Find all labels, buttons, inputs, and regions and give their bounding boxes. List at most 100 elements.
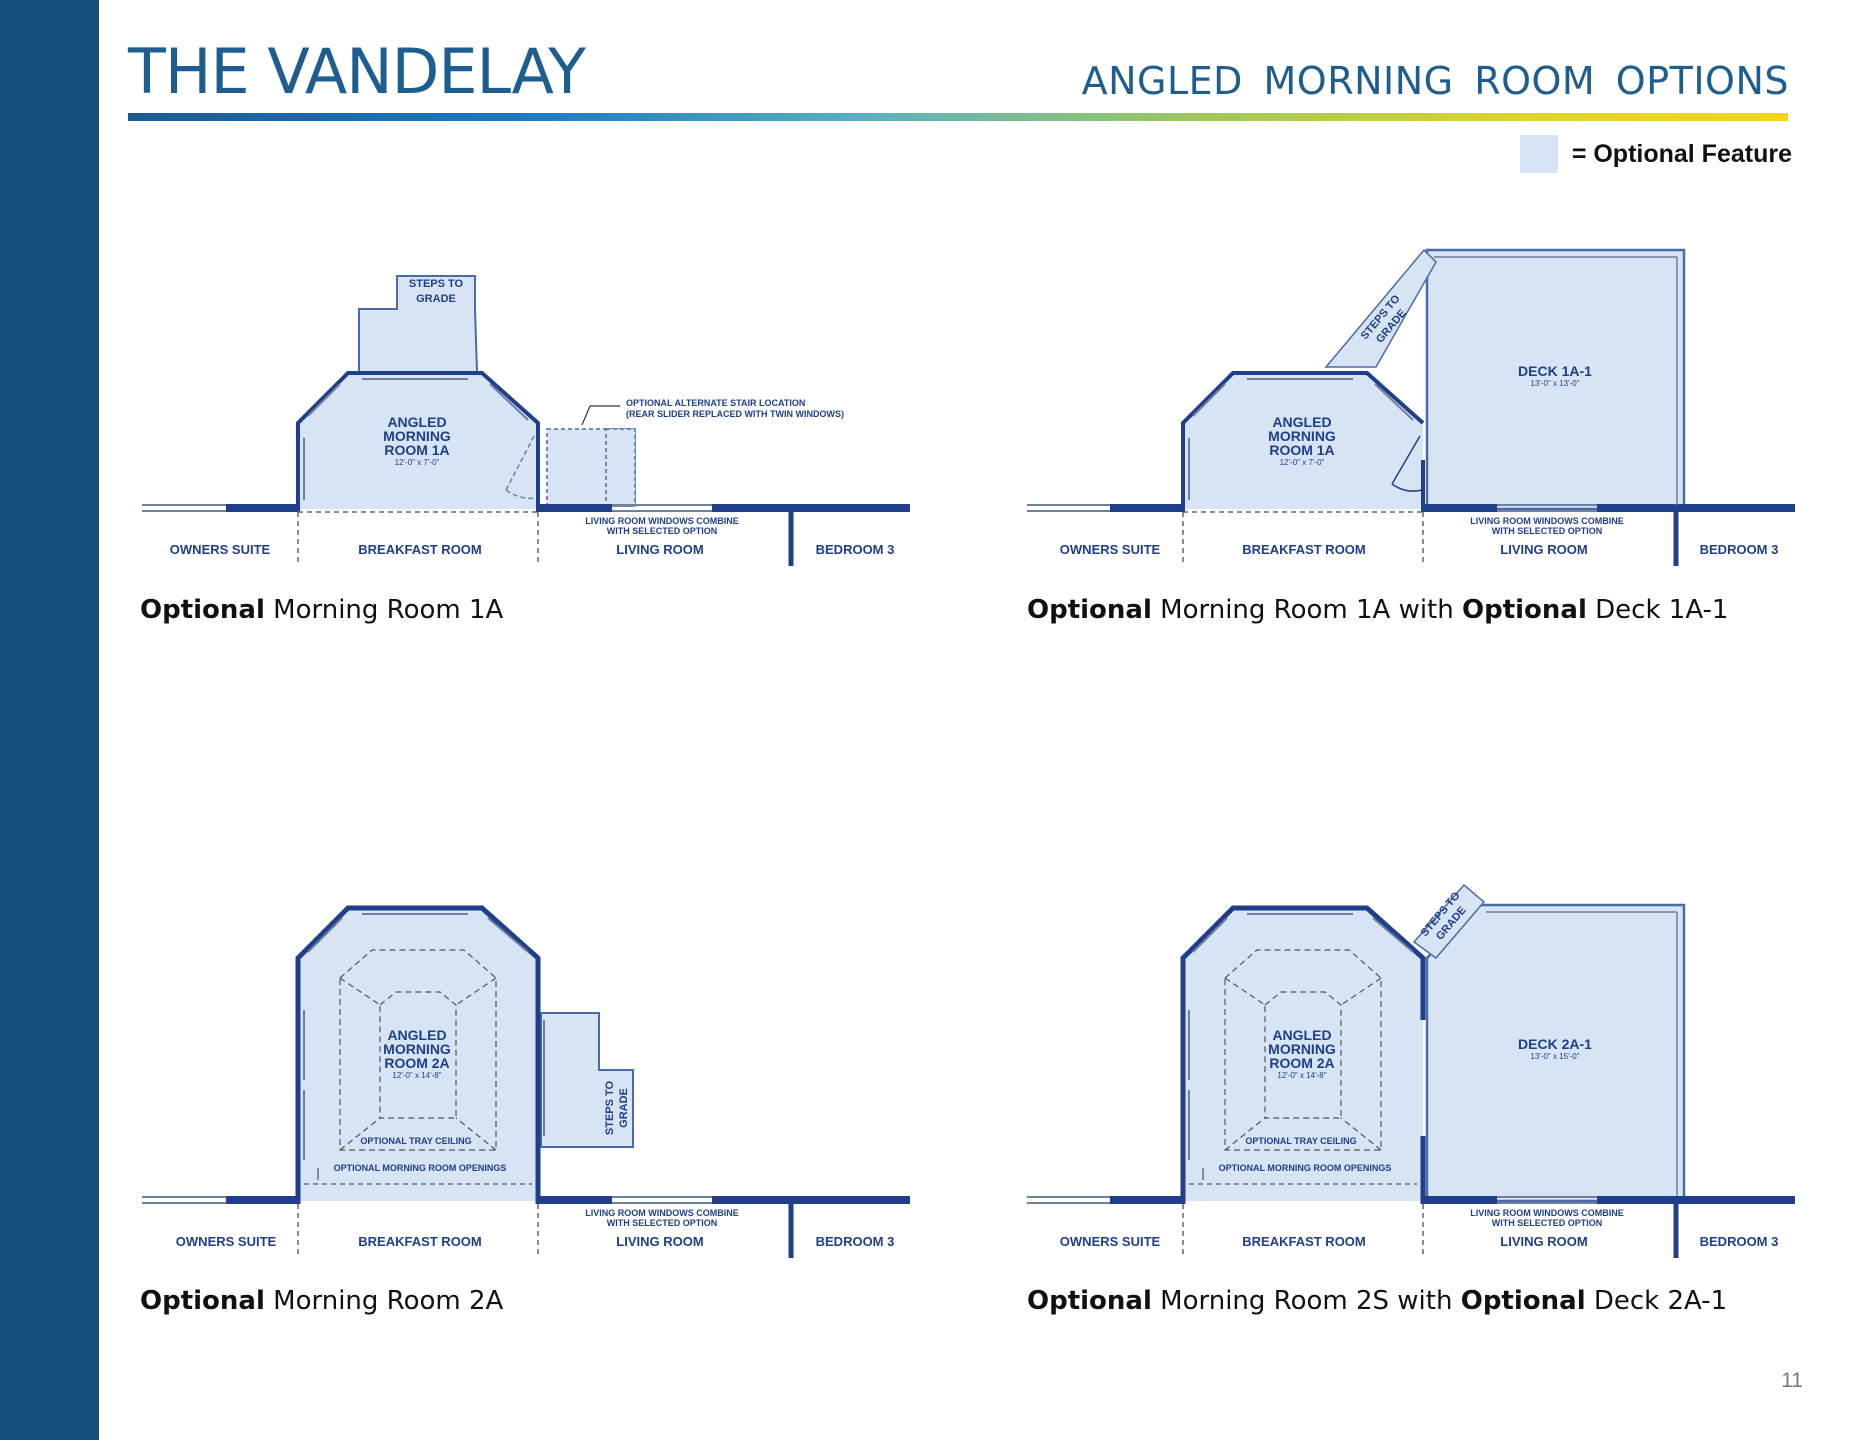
sidebar-band (0, 0, 99, 1440)
room-label: MORNING (1268, 1041, 1336, 1057)
room-label-living: LIVING ROOM (1500, 542, 1587, 557)
steps-label: GRADE (618, 1088, 630, 1128)
caption-bold: Optional (1462, 595, 1587, 625)
room-label-bedroom-3: BEDROOM 3 (1700, 1234, 1779, 1249)
tray-ceiling-line (1340, 977, 1382, 1006)
alt-stair-note: OPTIONAL ALTERNATE STAIR LOCATION (626, 398, 805, 408)
caption-bold: Optional (1027, 1286, 1152, 1316)
room-label-owners-suite: OWNERS SUITE (170, 542, 271, 557)
caption-plan-1: Optional Morning Room 1A (140, 592, 503, 628)
lr-windows-note: LIVING ROOM WINDOWS COMBINE (585, 1208, 739, 1218)
lr-windows-note: LIVING ROOM WINDOWS COMBINE (1470, 516, 1624, 526)
tray-ceiling-line (339, 1117, 381, 1151)
room-label-owners-suite: OWNERS SUITE (1060, 542, 1161, 557)
room-label: ANGLED (1272, 1027, 1331, 1043)
porch-fill (540, 1012, 634, 1148)
room-label-living: LIVING ROOM (1500, 1234, 1587, 1249)
tray-ceiling-label: OPTIONAL TRAY CEILING (1245, 1136, 1356, 1146)
room-label-living: LIVING ROOM (616, 542, 703, 557)
lr-windows-note: WITH SELECTED OPTION (607, 526, 718, 536)
page-title: THE VANDELAY (128, 35, 586, 108)
morning-room-fill (298, 373, 538, 509)
room-size: 12'-0" x 14'-8" (392, 1071, 441, 1080)
room-label: ROOM 2A (1269, 1055, 1334, 1071)
steps-fill (1412, 883, 1486, 960)
tray-ceiling-line (1224, 1117, 1266, 1151)
caption-text: Morning Room 1A (264, 595, 504, 625)
room-size: 12'-0" x 14'-8" (1277, 1071, 1326, 1080)
lr-windows-note: WITH SELECTED OPTION (607, 1218, 718, 1228)
window (1374, 383, 1414, 421)
steps-label: STEPS TO (409, 278, 464, 290)
plan-morning-room-1a: STEPS TO GRADE ANGLED MORNING ROOM 1A 12… (142, 275, 910, 566)
deck-label: DECK 2A-1 (1518, 1036, 1592, 1052)
caption-plan-3: Optional Morning Room 2A (140, 1283, 503, 1319)
room-label: ROOM 1A (1269, 442, 1334, 458)
morning-room-wall (1181, 371, 1425, 512)
door-swing (1391, 435, 1423, 492)
tray-ceiling-label: OPTIONAL TRAY CEILING (360, 1136, 471, 1146)
gradient-rule (128, 113, 1788, 121)
tray-ceiling-line (1340, 1117, 1382, 1151)
caption-text: Morning Room 2A (264, 1286, 504, 1316)
legend: = Optional Feature (1519, 134, 1792, 174)
caption-bold: Optional (1460, 1286, 1586, 1316)
room-size: 12'-0" x 7'-0" (1280, 458, 1325, 467)
morning-room-fill (1183, 908, 1423, 1201)
steps-label: GRADE (416, 293, 456, 305)
tray-ceiling-line (455, 977, 497, 1006)
caption-text: Deck 2A-1 (1585, 1286, 1728, 1316)
caption-text: Morning Room 1A with (1151, 595, 1462, 625)
caption-bold: Optional (140, 1286, 265, 1316)
morning-room-wall (296, 371, 540, 512)
morning-room-fill (1183, 373, 1423, 509)
room-label-breakfast: BREAKFAST ROOM (358, 1234, 482, 1249)
caption-bold: Optional (140, 595, 265, 625)
page-subtitle: ANGLED MORNING ROOM OPTIONS (1081, 59, 1789, 103)
steps-fill (1324, 248, 1437, 368)
steps-label: STEPS TO (604, 1080, 616, 1135)
page-number: 11 (1781, 1369, 1803, 1392)
legend-label: = Optional Feature (1571, 139, 1792, 168)
lr-windows-note: LIVING ROOM WINDOWS COMBINE (585, 516, 739, 526)
window (489, 383, 529, 421)
room-label: MORNING (383, 1041, 451, 1057)
morning-room-fill (298, 908, 538, 1201)
room-label: MORNING (383, 428, 451, 444)
caption-text: Deck 1A-1 (1586, 595, 1729, 625)
room-label-breakfast: BREAKFAST ROOM (358, 542, 482, 557)
caption-plan-2: Optional Morning Room 1A with Optional D… (1027, 592, 1728, 628)
room-label-living: LIVING ROOM (616, 1234, 703, 1249)
window (1372, 917, 1414, 953)
tray-ceiling-line (1224, 977, 1266, 1006)
room-size: 12'-0" x 7'-0" (395, 458, 440, 467)
lr-windows-note: LIVING ROOM WINDOWS COMBINE (1470, 1208, 1624, 1218)
deck-size: 13'-0" x 15'-0" (1530, 1052, 1579, 1061)
window (1192, 917, 1228, 953)
plan-morning-room-1a-deck: STEPS TO GRADE DECK 1A-1 13'-0" x 13'-0"… (1027, 248, 1795, 566)
caption-bold: Optional (1027, 595, 1152, 625)
door-swing (505, 435, 537, 500)
room-label-owners-suite: OWNERS SUITE (176, 1234, 277, 1249)
stair-leader (581, 405, 591, 426)
tray-ceiling-line (455, 1117, 497, 1151)
morning-room-wall (295, 905, 541, 1204)
room-label-bedroom-3: BEDROOM 3 (816, 1234, 895, 1249)
window (307, 917, 343, 953)
openings-label: OPTIONAL MORNING ROOM OPENINGS (334, 1163, 507, 1173)
plan-morning-room-2a: STEPS TO GRADE ANGLED MORNING ROOM 2A 12… (142, 905, 910, 1258)
caption-plan-4: Optional Morning Room 2S with Optional D… (1027, 1283, 1727, 1319)
deck-size: 13'-0" x 13'-0" (1530, 379, 1579, 388)
room-label: ANGLED (1272, 414, 1331, 430)
plan-morning-room-2s-deck: STEPS TO GRADE DECK 2A-1 13'-0" x 15'-0"… (1027, 883, 1795, 1258)
openings-label: OPTIONAL MORNING ROOM OPENINGS (1219, 1163, 1392, 1173)
alt-steps-fill (605, 428, 636, 507)
room-label-breakfast: BREAKFAST ROOM (1242, 542, 1366, 557)
morning-room-wall (1180, 905, 1426, 1204)
room-label-bedroom-3: BEDROOM 3 (816, 542, 895, 557)
window (1192, 383, 1226, 417)
caption-text: Morning Room 2S with (1151, 1286, 1461, 1316)
lr-windows-note: WITH SELECTED OPTION (1492, 526, 1603, 536)
room-label: MORNING (1268, 428, 1336, 444)
